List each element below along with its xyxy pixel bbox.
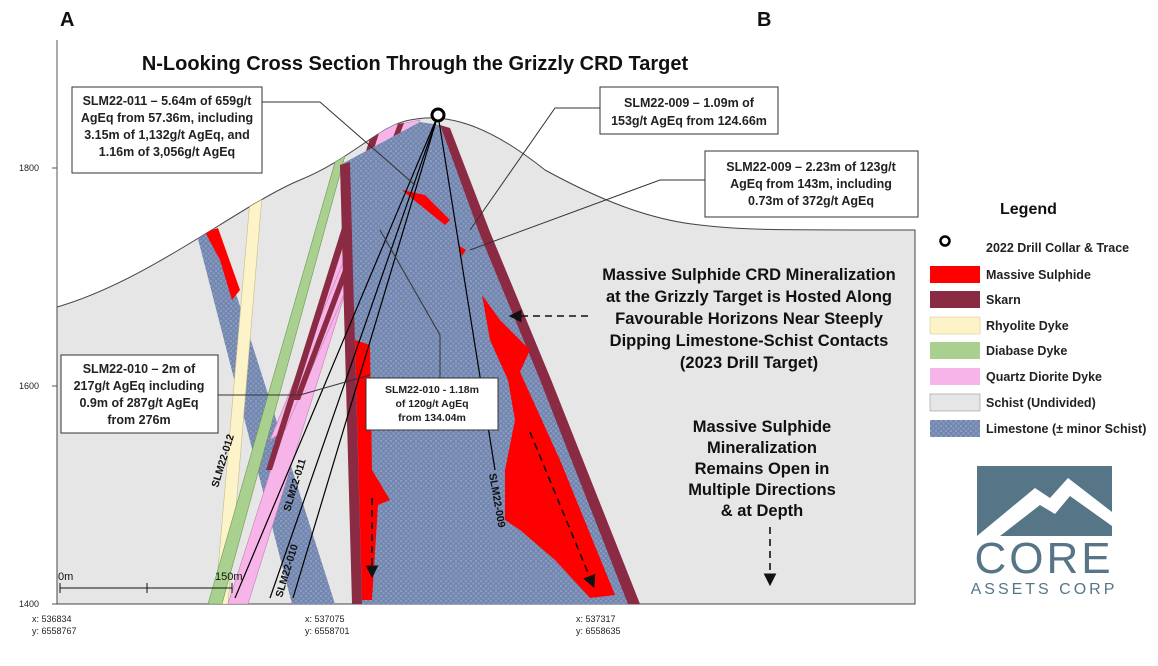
elevation-1800: 1800 — [19, 163, 39, 173]
coord-x-3: x: 537317 — [576, 614, 616, 624]
coord-x-2: x: 537075 — [305, 614, 345, 624]
scale-start: 0m — [58, 571, 73, 583]
coord-y-3: y: 6558635 — [576, 626, 621, 636]
figure-title: N-Looking Cross Section Through the Griz… — [142, 53, 689, 75]
svg-text:Massive Sulphide CRD Mineraliz: Massive Sulphide CRD Mineralization — [602, 266, 895, 284]
callout-slm22-010-b: SLM22-010 - 1.18m of 120g/t AgEq from 13… — [365, 377, 499, 431]
logo-name: CORE — [974, 534, 1113, 583]
core-assets-logo: CORE ASSETS CORP — [971, 466, 1118, 598]
panel-label-b: B — [757, 9, 771, 31]
leader-lines — [218, 101, 705, 396]
annotation-open: Massive Sulphide Mineralization Remains … — [688, 418, 836, 520]
legend-swatch-limestone — [930, 420, 980, 437]
skarn-rim-left — [340, 162, 362, 604]
svg-text:Favourable Horizons Near Steep: Favourable Horizons Near Steeply — [615, 310, 884, 328]
coord-y-2: y: 6558701 — [305, 626, 350, 636]
massive-sulphide-inner — [355, 340, 390, 600]
svg-text:2022 Drill Collar & Trace: 2022 Drill Collar & Trace — [986, 241, 1129, 255]
svg-text:3.15m of 1,132g/t AgEq, and: 3.15m of 1,132g/t AgEq, and — [84, 128, 250, 142]
svg-text:Skarn: Skarn — [986, 293, 1021, 307]
drill-collar-icon — [430, 107, 446, 123]
svg-text:SLM22-009 – 1.09m of: SLM22-009 – 1.09m of — [624, 96, 755, 110]
svg-text:from 276m: from 276m — [107, 413, 170, 427]
svg-text:0.9m of 287g/t AgEq: 0.9m of 287g/t AgEq — [79, 396, 198, 410]
legend-swatch-diabase — [930, 342, 980, 359]
svg-text:SLM22-010 – 2m of: SLM22-010 – 2m of — [83, 362, 196, 376]
svg-text:Schist (Undivided): Schist (Undivided) — [986, 396, 1096, 410]
svg-text:1.16m of 3,056g/t AgEq: 1.16m of 3,056g/t AgEq — [99, 145, 235, 159]
callout-slm22-009-b: SLM22-009 – 2.23m of 123g/t AgEq from 14… — [704, 150, 919, 218]
svg-text:217g/t AgEq including: 217g/t AgEq including — [74, 379, 205, 393]
svg-text:Dipping Limestone-Schist Conta: Dipping Limestone-Schist Contacts — [610, 332, 889, 350]
svg-text:Rhyolite Dyke: Rhyolite Dyke — [986, 319, 1069, 333]
legend-swatch-skarn — [930, 291, 980, 308]
massive-sulphide-small — [458, 245, 466, 256]
legend-swatch-quartz-diorite — [930, 368, 980, 385]
callout-slm22-011: SLM22-011 – 5.64m of 659g/t AgEq from 57… — [71, 86, 263, 174]
svg-text:Limestone (± minor Schist): Limestone (± minor Schist) — [986, 422, 1146, 436]
svg-text:Multiple Directions: Multiple Directions — [688, 481, 836, 499]
trace-slm22-010 — [292, 114, 439, 599]
elevation-1400: 1400 — [19, 599, 39, 609]
svg-text:(2023 Drill Target): (2023 Drill Target) — [680, 354, 818, 372]
svg-text:of 120g/t AgEq: of 120g/t AgEq — [395, 398, 468, 410]
panel-label-a: A — [60, 9, 74, 31]
collar-icon — [939, 235, 951, 247]
massive-sulphide-left — [205, 228, 240, 300]
skarn-rim-right — [440, 125, 640, 604]
trace-slm22-011 — [269, 114, 439, 599]
svg-text:Massive Sulphide: Massive Sulphide — [693, 418, 831, 436]
coord-y-1: y: 6558767 — [32, 626, 77, 636]
svg-text:SLM22-010 - 1.18m: SLM22-010 - 1.18m — [385, 384, 479, 396]
svg-text:0.73m of 372g/t AgEq: 0.73m of 372g/t AgEq — [748, 194, 874, 208]
svg-text:Diabase Dyke: Diabase Dyke — [986, 344, 1067, 358]
svg-text:Massive Sulphide: Massive Sulphide — [986, 268, 1091, 282]
svg-text:SLM22-011 – 5.64m of 659g/t: SLM22-011 – 5.64m of 659g/t — [83, 94, 253, 108]
annotation-crd: Massive Sulphide CRD Mineralization at t… — [602, 266, 895, 372]
svg-text:153g/t AgEq from 124.66m: 153g/t AgEq from 124.66m — [611, 114, 767, 128]
trace-slm22-012 — [234, 114, 439, 599]
legend-title: Legend — [1000, 201, 1057, 218]
svg-text:Remains Open in: Remains Open in — [695, 460, 830, 478]
svg-text:Quartz Diorite Dyke: Quartz Diorite Dyke — [986, 370, 1102, 384]
elevation-1600: 1600 — [19, 381, 39, 391]
massive-sulphide-right — [482, 295, 615, 598]
scale-end: 150m — [215, 571, 243, 583]
svg-text:& at Depth: & at Depth — [721, 502, 804, 520]
legend: Legend 2022 Drill Collar & Trace Massive… — [929, 201, 1146, 437]
svg-text:AgEq from 143m, including: AgEq from 143m, including — [730, 177, 892, 191]
svg-text:SLM22-009 – 2.23m of 123g/t: SLM22-009 – 2.23m of 123g/t — [726, 160, 896, 174]
callout-slm22-009-a: SLM22-009 – 1.09m of 153g/t AgEq from 12… — [599, 86, 779, 135]
logo-sub: ASSETS CORP — [971, 581, 1118, 598]
massive-sulphide-collar — [402, 190, 450, 225]
scale-bar — [59, 583, 233, 593]
coord-x-1: x: 536834 — [32, 614, 72, 624]
dashed-arrows — [365, 309, 777, 588]
svg-text:Mineralization: Mineralization — [707, 439, 817, 457]
svg-text:AgEq from 57.36m, including: AgEq from 57.36m, including — [81, 111, 253, 125]
callout-slm22-010-a: SLM22-010 – 2m of 217g/t AgEq including … — [60, 354, 219, 434]
legend-swatch-schist — [929, 393, 981, 412]
svg-text:from 134.04m: from 134.04m — [398, 412, 466, 424]
svg-text:at the Grizzly Target is Hoste: at the Grizzly Target is Hosted Along — [606, 288, 892, 306]
legend-swatch-massive-sulphide — [930, 266, 980, 283]
legend-swatch-rhyolite — [929, 316, 981, 335]
